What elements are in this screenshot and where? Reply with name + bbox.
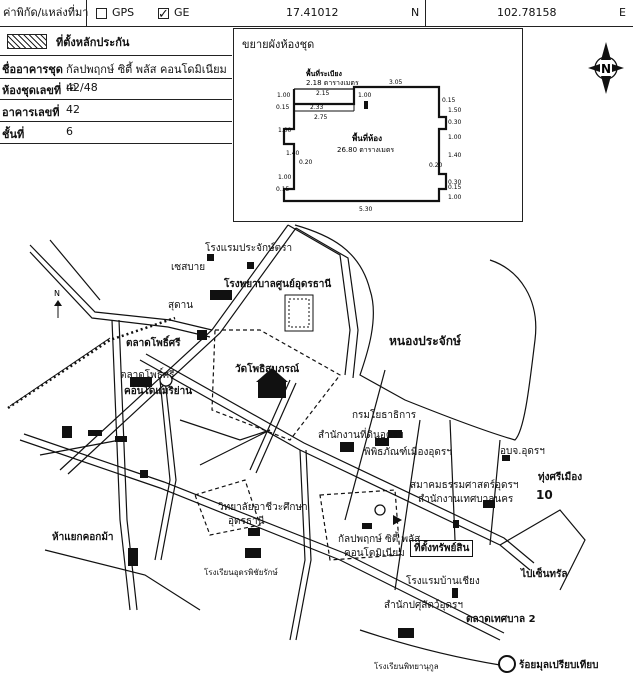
map-label: โรงเรียนพิทยานุกูล xyxy=(374,662,439,671)
map-label: คอนโดมิเนียม xyxy=(344,548,405,559)
coord-source-label: ค่าพิกัด/แหล่งที่มา xyxy=(3,6,89,19)
dim-label: 1.50 xyxy=(448,107,462,114)
north-letter: N xyxy=(601,62,611,76)
dim-label: 1.40 xyxy=(286,150,300,157)
property-location-label: ที่ตั้งทรัพย์สิน xyxy=(410,540,474,557)
floor-plan-title: ขยายผังห้องชุด xyxy=(242,38,315,51)
map-label: อุดรธานี xyxy=(228,516,265,527)
balcony-label: พื้นที่ระเบียง xyxy=(306,67,342,78)
info-row: อาคารเลขที่ 42 xyxy=(0,99,232,122)
map-label: สมาคมธรรมศาสตร์อุดรฯ xyxy=(410,480,519,491)
north-arrow-icon: N xyxy=(588,42,624,94)
dim-label: 1.00 xyxy=(358,92,372,99)
dim-label: 0.30 xyxy=(448,179,462,186)
dim-label: 2.15 xyxy=(316,90,330,97)
info-key: ห้องชุดเลขที่ xyxy=(2,84,62,97)
map-label: กรมโยธาธิการ xyxy=(352,410,417,421)
balcony-area: 2.18 ตารางเมตร xyxy=(306,79,359,87)
dim-label: 0.15 xyxy=(448,184,462,191)
map-label: โรงแรมประจักษ์ตรา xyxy=(205,243,293,254)
ge-option[interactable]: GE xyxy=(158,0,190,28)
dim-label: 0.20 xyxy=(429,162,443,169)
map-label: คอนโดแมริย่าน xyxy=(124,386,193,397)
dim-label: 1.00 xyxy=(278,127,292,134)
coordinate-header: ค่าพิกัด/แหล่งที่มา GPS GE 17.41012 N 10… xyxy=(0,0,633,28)
floor-plan-drawing: พื้นที่ระเบียง 2.18 ตารางเมตร พื้นที่ห้อ… xyxy=(276,67,462,213)
longitude-value: 102.78158 xyxy=(497,6,557,19)
map-label: พิพิธภัณฑ์เมืองอุดรฯ xyxy=(364,447,452,458)
dim-label: 1.00 xyxy=(448,194,462,201)
dim-label: 1.00 xyxy=(448,134,462,141)
dim-label: 0.30 xyxy=(448,119,462,126)
map-label: หนองประจักษ์ xyxy=(389,334,461,348)
latitude-direction: N xyxy=(411,6,420,19)
latitude-value: 17.41012 xyxy=(286,6,339,19)
map-label: สำนักงานเทศบาลนคร xyxy=(418,494,514,505)
dim-label: 2.75 xyxy=(314,114,328,121)
dim-label: 0.20 xyxy=(299,159,313,166)
dim-label: 1.00 xyxy=(278,174,292,181)
info-row: ชื่ออาคารชุด กัลปพฤกษ์ ซิตี้ พลัส คอนโดม… xyxy=(0,55,232,94)
small-compass-letter: N xyxy=(54,289,60,298)
floor-plan-inset: ขยายผังห้องชุด พื้นที่ระเบียง 2.18 ตาราง… xyxy=(233,28,523,222)
dim-label: 0.15 xyxy=(442,97,456,104)
longitude-direction: E xyxy=(619,6,626,19)
map-label: ห้าแยกคอกม้า xyxy=(52,532,114,543)
map-label: อบจ.อุดรฯ xyxy=(500,446,545,457)
map-label: วิทยาลัยอาชีวะศึกษา xyxy=(218,502,308,513)
ge-label: GE xyxy=(174,6,190,19)
info-row: ชั้นที่ 6 xyxy=(0,121,232,144)
ge-checkbox[interactable] xyxy=(158,2,169,28)
map-label: โรงเรียนอุดรพิชัยรักษ์ xyxy=(204,568,278,577)
small-compass-icon xyxy=(54,300,62,318)
dim-label: 2.33 xyxy=(310,104,324,111)
room-label: พื้นที่ห้อง xyxy=(352,132,382,143)
info-value: 42 xyxy=(66,103,80,116)
gps-option[interactable]: GPS xyxy=(96,0,134,26)
dim-label: 1.00 xyxy=(277,92,291,99)
map-label: ทุ่งศรีเมือง xyxy=(538,472,583,483)
dim-label: 1.40 xyxy=(448,152,462,159)
dim-label: 0.15 xyxy=(276,186,290,193)
map-label: ตลาดโพธิ์ศรี xyxy=(126,338,181,349)
map-label: 10 xyxy=(536,488,553,502)
map-label: โรงพยาบาลศูนย์อุดรธานี xyxy=(224,279,332,290)
map-label: เซสบาย xyxy=(171,262,206,273)
dim-label: 0.15 xyxy=(276,104,290,111)
info-row: ห้องชุดเลขที่ 42/48 xyxy=(0,77,232,100)
collateral-legend-label: ที่ตั้งหลักประกัน xyxy=(56,36,130,49)
info-value: กัลปพฤกษ์ ซิตี้ พลัส คอนโดมิเนียม เอ xyxy=(66,63,227,94)
gps-checkbox[interactable] xyxy=(96,7,107,19)
map-label: สุดาน xyxy=(168,300,194,311)
info-value: 6 xyxy=(66,125,73,138)
map-label: สำนักปศุสัตว์อุดรฯ xyxy=(384,600,464,611)
map-label: ตลาดเทศบาล 2 xyxy=(466,614,536,625)
room-area: 26.80 ตารางเมตร xyxy=(337,146,394,154)
map-label: สำนักงานที่ดินอุดรฯ xyxy=(318,430,404,441)
map-label: โรงแรมบ้านเชียง xyxy=(406,576,480,587)
gps-label: GPS xyxy=(112,6,135,19)
map-label: ร้อยมุลเปรียบเทียบ xyxy=(519,660,599,671)
map-label: วัดโพธิสมภรณ์ xyxy=(235,364,300,375)
map-label: ตลาดโพธิ์ศรี xyxy=(120,370,175,381)
dim-label: 5.30 xyxy=(359,206,373,213)
map-label: กัลปพฤกษ์ ซิตี้ พลัส xyxy=(338,534,421,545)
map-label: ไปเซ็นทรัล xyxy=(521,569,568,580)
info-key: ชื่ออาคารชุด xyxy=(2,63,63,76)
info-value: 42/48 xyxy=(66,81,98,94)
collateral-legend-swatch xyxy=(7,34,47,49)
info-key: ชั้นที่ xyxy=(2,128,25,141)
info-key: อาคารเลขที่ xyxy=(2,106,60,119)
dim-label: 3.05 xyxy=(389,79,403,86)
